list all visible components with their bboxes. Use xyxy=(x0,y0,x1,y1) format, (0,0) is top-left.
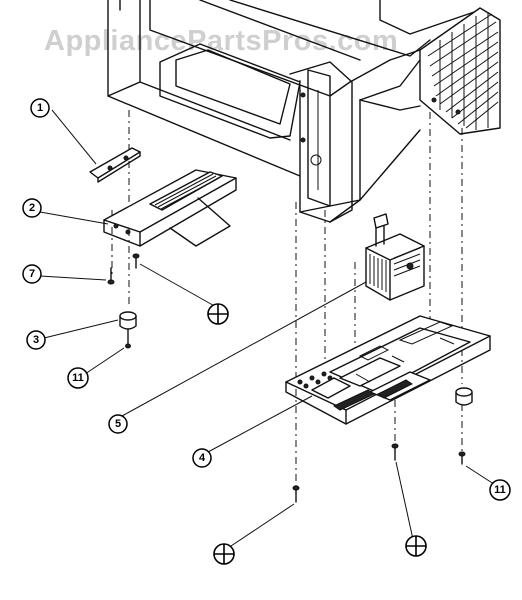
vent-grille xyxy=(419,7,501,135)
callout-1-label: 1 xyxy=(37,102,43,114)
callout-7: 7 xyxy=(22,264,42,284)
callout-11-right-label: 11 xyxy=(494,484,506,496)
right-foot xyxy=(455,387,473,406)
cabinet-frame xyxy=(107,0,481,223)
crossed-circle-marker-2 xyxy=(213,543,235,565)
callout-1: 1 xyxy=(30,98,50,118)
leader-lines xyxy=(39,109,501,549)
callout-4: 4 xyxy=(192,448,212,468)
part-2-control-bracket xyxy=(103,169,237,247)
callout-7-label: 7 xyxy=(29,268,35,280)
alignment-lines xyxy=(111,110,463,488)
part-3-foot xyxy=(119,311,137,349)
callout-11-left: 11 xyxy=(67,367,89,389)
part-7-screw xyxy=(107,267,115,285)
callout-5: 5 xyxy=(108,414,128,434)
crossed-circle-marker-3 xyxy=(405,535,427,557)
callout-5-label: 5 xyxy=(115,418,121,430)
callout-3-label: 3 xyxy=(33,334,39,346)
bracket-screw xyxy=(132,253,140,269)
part-5-transformer xyxy=(365,213,425,301)
callout-11-left-label: 11 xyxy=(72,372,84,384)
callout-2-label: 2 xyxy=(29,202,35,214)
callout-3: 3 xyxy=(26,330,46,350)
callout-11-right: 11 xyxy=(489,479,511,501)
callout-4-label: 4 xyxy=(199,452,206,464)
screws xyxy=(292,443,466,503)
callout-2: 2 xyxy=(22,198,42,218)
part-4-control-base xyxy=(285,315,491,425)
crossed-circle-marker-1 xyxy=(207,303,229,325)
part-1-bracket xyxy=(89,147,141,183)
